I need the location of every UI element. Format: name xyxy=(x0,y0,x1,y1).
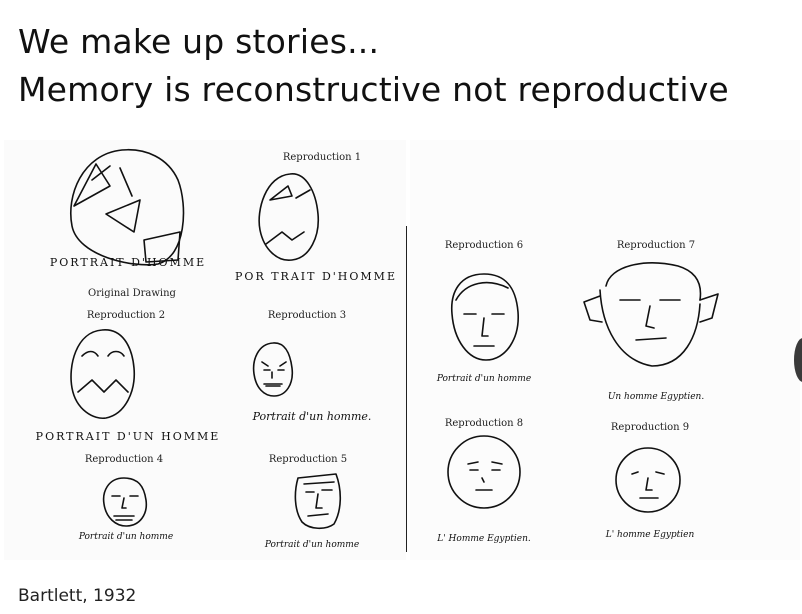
reproduction-2-figure xyxy=(70,329,136,419)
figure-panel-right xyxy=(410,140,800,560)
reproduction-3-label: Reproduction 3 xyxy=(267,310,347,321)
reproduction-1-handwriting: POR TRAIT D'HOMME xyxy=(235,270,397,283)
citation: Bartlett, 1932 xyxy=(18,586,137,606)
reproduction-5-label: Reproduction 5 xyxy=(268,454,348,465)
reproduction-7-figure xyxy=(583,262,719,367)
reproduction-1-figure xyxy=(258,173,320,261)
reproduction-9-figure xyxy=(615,447,681,513)
reproduction-7-label: Reproduction 7 xyxy=(616,240,696,251)
reproduction-2-handwriting: PORTRAIT D'UN HOMME xyxy=(35,430,221,443)
reproduction-5-figure xyxy=(294,473,342,530)
reproduction-4-label: Reproduction 4 xyxy=(84,454,164,465)
reproduction-4-handwriting: Portrait d'un homme xyxy=(78,532,174,542)
reproduction-7-handwriting: Un homme Egyptien. xyxy=(607,392,705,402)
reproduction-3-figure xyxy=(252,342,294,397)
reproduction-6-figure xyxy=(450,273,519,361)
reproduction-9-handwriting: L' homme Egyptien xyxy=(605,530,695,540)
reproduction-8-label: Reproduction 8 xyxy=(444,418,524,429)
reproduction-6-handwriting: Portrait d'un homme xyxy=(436,374,532,384)
slide-title-line-1: We make up stories... xyxy=(18,22,380,61)
reproduction-1-label: Reproduction 1 xyxy=(282,152,362,163)
reproduction-5-handwriting: Portrait d'un homme xyxy=(264,540,360,550)
original-drawing-figure xyxy=(70,148,185,266)
original-caption: Original Drawing xyxy=(88,288,176,299)
original-handwriting: PORTRAIT D'HOMME xyxy=(49,256,207,269)
edge-decoration xyxy=(794,338,802,382)
panel-divider xyxy=(406,226,407,552)
reproduction-9-label: Reproduction 9 xyxy=(610,422,690,433)
reproduction-3-handwriting: Portrait d'un homme. xyxy=(252,410,372,423)
slide-title-line-2: Memory is reconstructive not reproductiv… xyxy=(18,70,729,109)
reproduction-8-figure xyxy=(447,435,521,509)
reproduction-4-figure xyxy=(102,477,148,527)
reproduction-2-label: Reproduction 2 xyxy=(86,310,166,321)
reproduction-8-handwriting: L' Homme Egyptien. xyxy=(437,534,531,544)
reproduction-6-label: Reproduction 6 xyxy=(444,240,524,251)
